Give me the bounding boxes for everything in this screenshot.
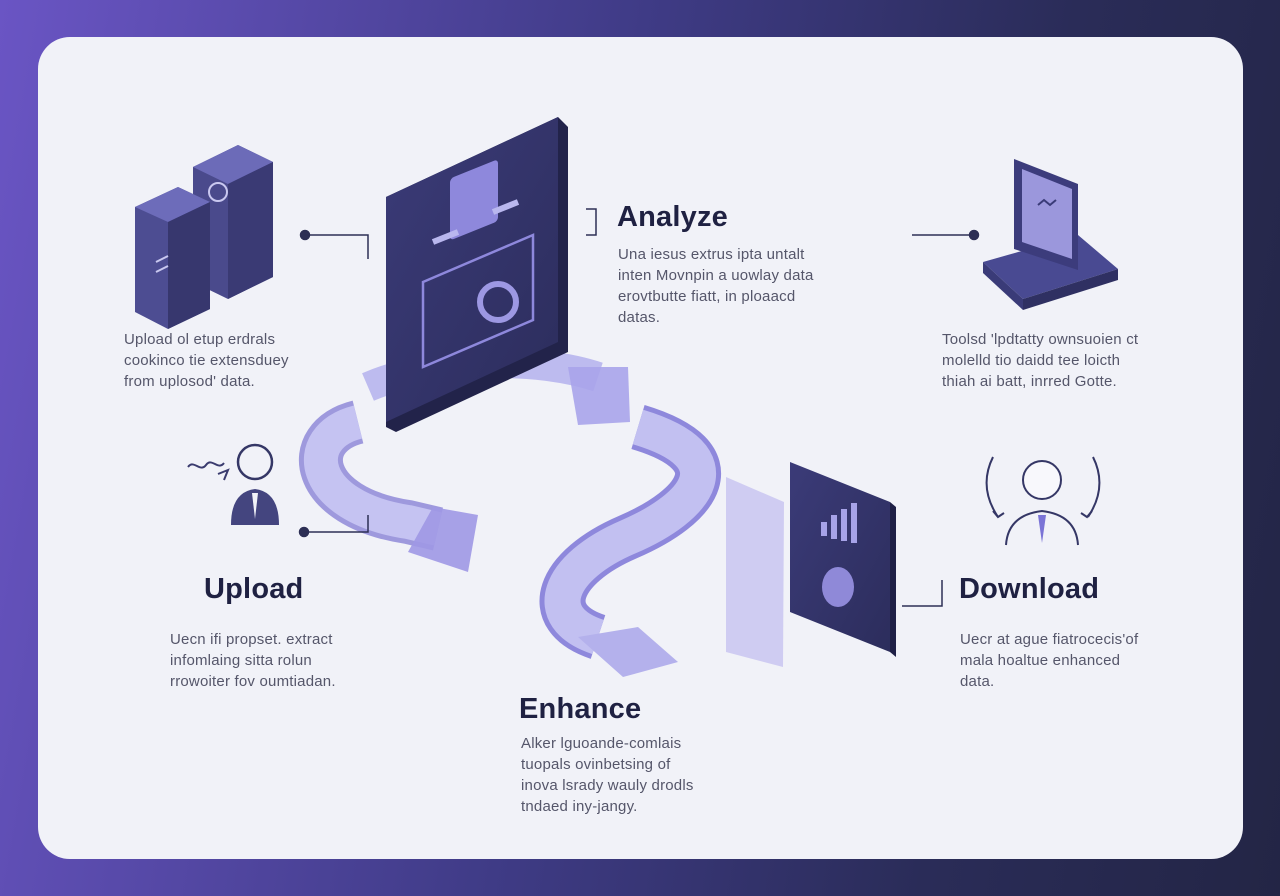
download-top-line-2: molelld tio daidd tee loicth — [942, 352, 1121, 369]
enhance-title: Enhance — [519, 693, 642, 725]
server-boxes-icon — [135, 145, 273, 329]
upload-top-line-1: Upload ol etup erdrals — [124, 331, 276, 348]
diagram-card: Upload ol etup erdrals cookinco tie exte… — [38, 37, 1243, 859]
enhance-line-2: tuopals ovinbetsing of — [521, 756, 671, 773]
download-bottom-line-2: mala hoaltue enhanced — [960, 652, 1121, 669]
upload-bottom-line-1: Uecn ifi propset. extract — [170, 631, 333, 648]
enhance-line-4: tndaed iny-jangy. — [521, 798, 638, 815]
download-top-line-1: Toolsd 'lpdtatty ownsuoien ct — [942, 331, 1139, 348]
download-title: Download — [959, 573, 1100, 605]
upload-top-line-3: from uplosod' data. — [124, 373, 255, 390]
connector-lines — [298, 208, 980, 607]
analyze-line-2: inten Movnpin a uowlay data — [618, 267, 814, 284]
upload-top-description: Upload ol etup erdrals cookinco tie exte… — [124, 329, 344, 392]
upload-bottom-line-3: rrowoiter fov oumtiadan. — [170, 673, 336, 690]
analyze-title: Analyze — [617, 201, 728, 233]
user-upload-icon — [187, 443, 279, 525]
document-analysis-icon — [386, 117, 568, 432]
download-bottom-line-1: Uecr at ague fiatrocecis'of — [960, 631, 1139, 648]
enhance-description: Alker lguoande-comlais tuopals ovinbetsi… — [521, 733, 741, 817]
upload-title: Upload — [204, 573, 304, 605]
analyze-line-4: datas. — [618, 309, 661, 326]
user-cycle-icon — [985, 456, 1101, 546]
enhance-line-3: inova lsrady wauly drodls — [521, 777, 694, 794]
analyze-line-3: erovtbutte fiatt, in ploaacd — [618, 288, 796, 305]
download-top-line-3: thiah ai batt, inrred Gotte. — [942, 373, 1117, 390]
analyze-line-1: Una iesus extrus ipta untalt — [618, 246, 805, 263]
flow-illustration — [135, 117, 1118, 677]
upload-top-line-2: cookinco tie extensduey — [124, 352, 289, 369]
download-bottom-description: Uecr at ague fiatrocecis'of mala hoaltue… — [960, 629, 1180, 692]
monitor-device-icon — [983, 159, 1118, 310]
download-top-description: Toolsd 'lpdtatty ownsuoien ct molelld ti… — [942, 329, 1182, 392]
upload-bottom-description: Uecn ifi propset. extract infomlaing sit… — [170, 629, 390, 692]
upload-bottom-line-2: infomlaing sitta rolun — [170, 652, 312, 669]
analyze-description: Una iesus extrus ipta untalt inten Movnp… — [618, 244, 858, 328]
enhance-line-1: Alker lguoande-comlais — [521, 735, 682, 752]
download-bottom-line-3: data. — [960, 673, 995, 690]
chart-enhance-icon — [726, 462, 896, 667]
